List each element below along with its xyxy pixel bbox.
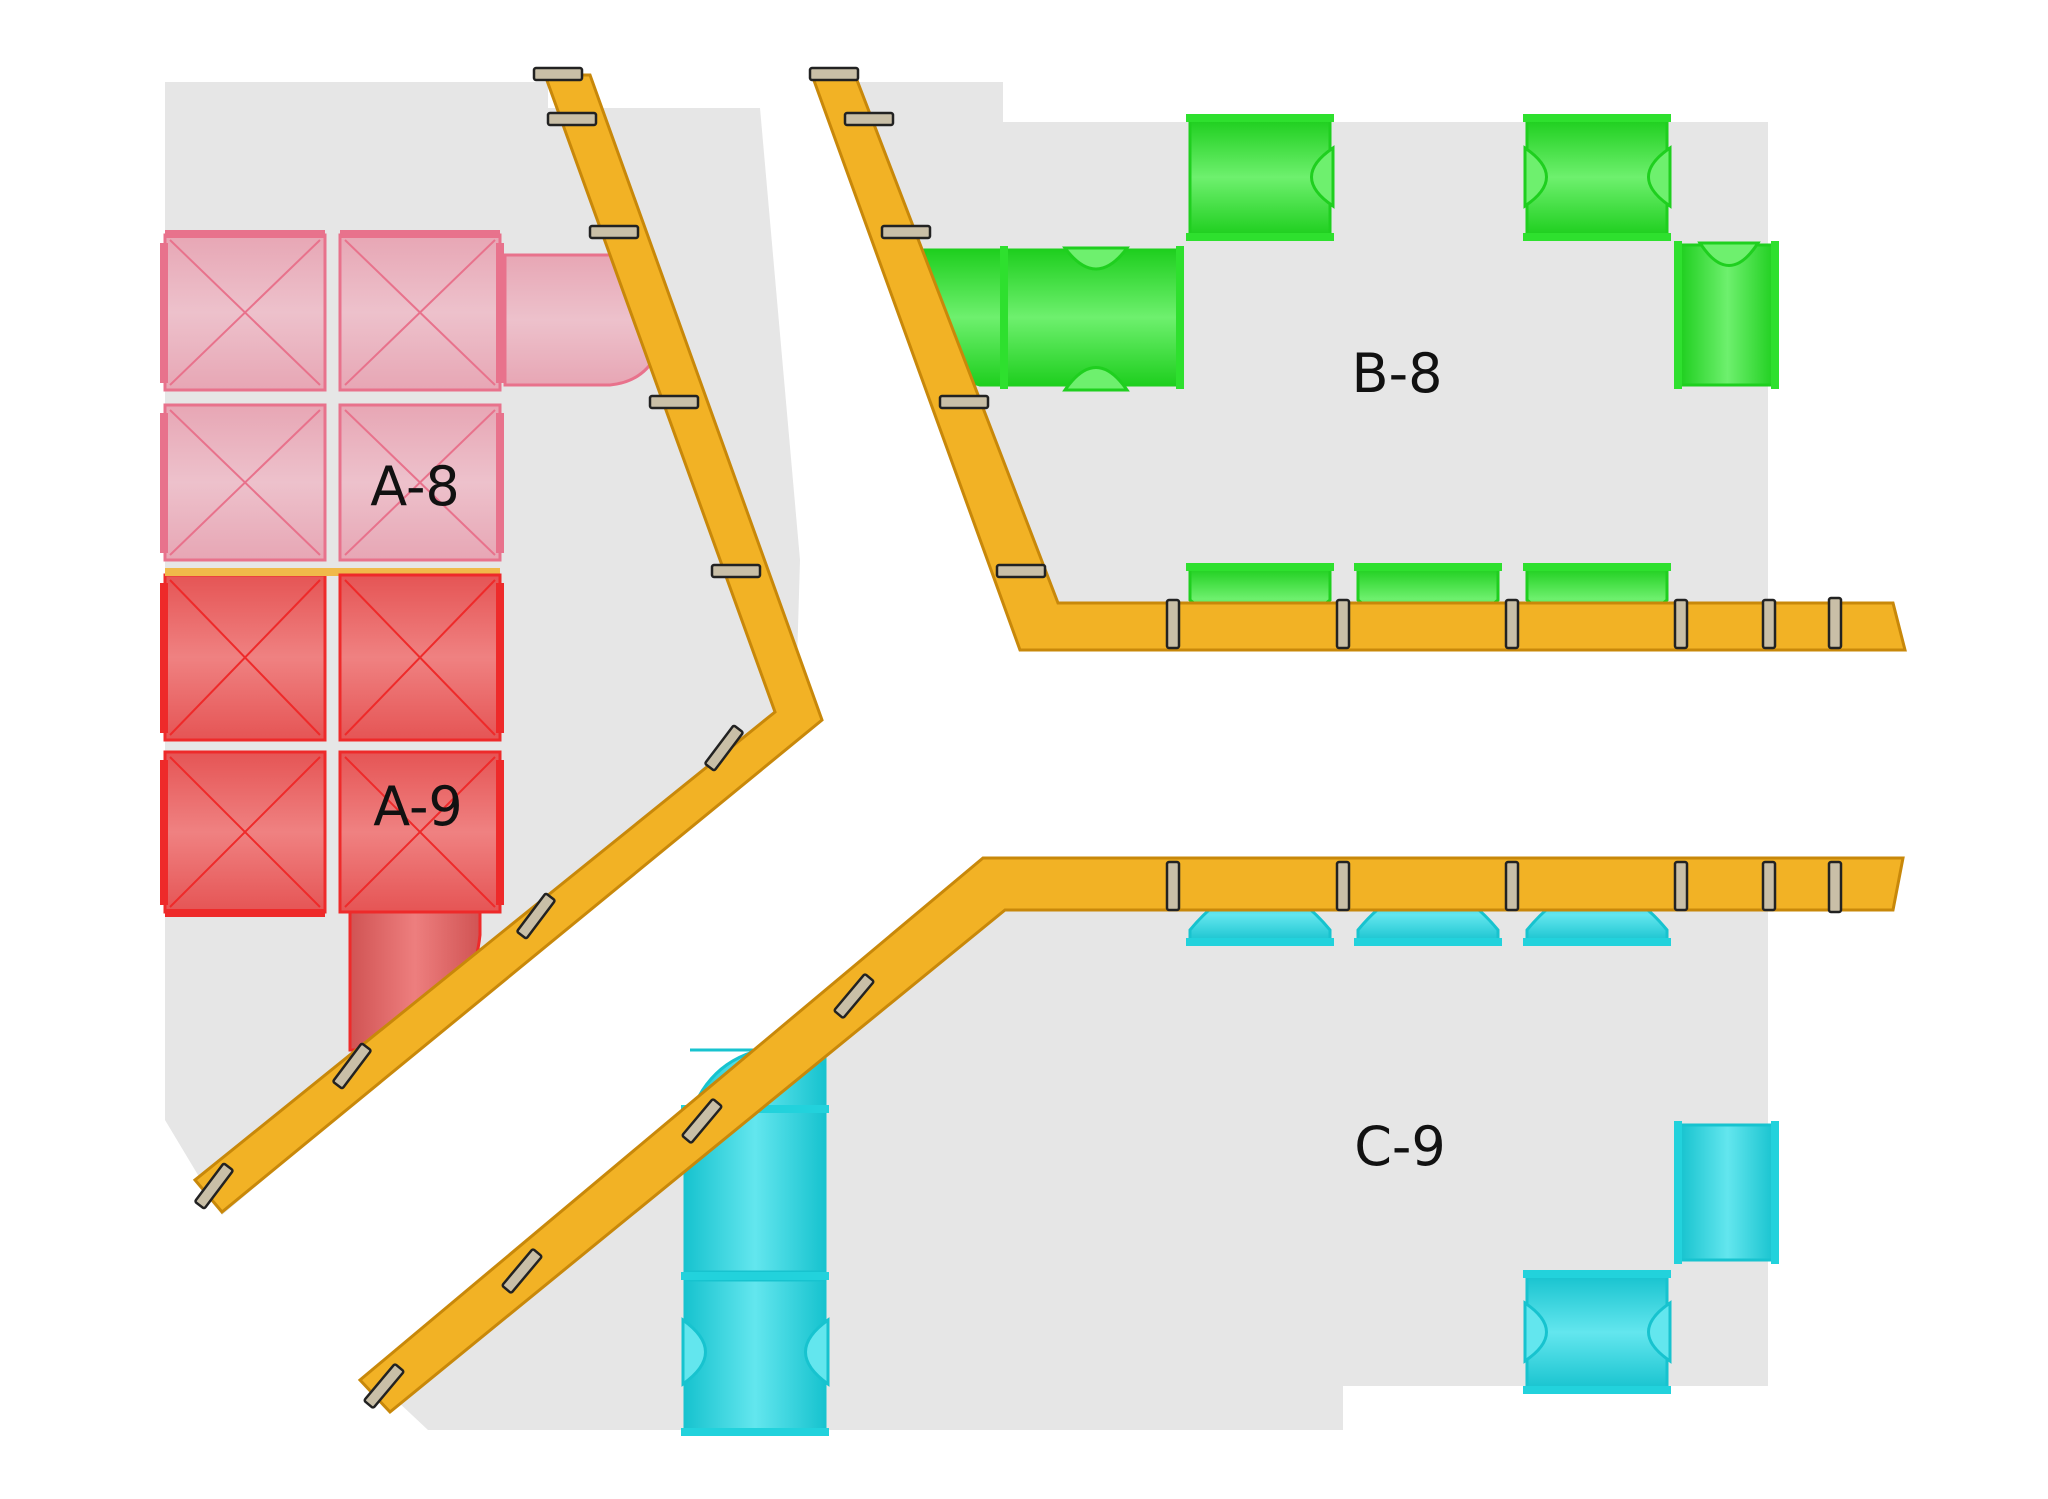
cross-fitting-icon	[338, 403, 504, 562]
rail-bracket-icon	[833, 973, 875, 1019]
rail-brackets	[194, 66, 1843, 1409]
rail-bracket-icon	[1673, 598, 1689, 650]
rail-c	[357, 856, 1905, 1415]
cross-fitting-icon	[160, 403, 327, 562]
cross-fitting-icon	[160, 568, 500, 742]
rail-bracket-icon	[1504, 860, 1520, 912]
zone-labels: A-8 A-9 B-8 C-9	[370, 342, 1446, 1178]
rail-bracket-icon	[532, 66, 584, 82]
tee-fitting-icon	[1523, 114, 1672, 241]
rail-bracket-icon	[332, 1042, 372, 1090]
rail-bracket-icon	[1827, 596, 1843, 650]
rail-bracket-icon	[1165, 860, 1181, 912]
tee-fitting-icon	[1186, 114, 1335, 241]
rail-bracket-icon	[938, 394, 990, 410]
rail-bracket-icon	[1827, 860, 1843, 914]
rail-bracket-icon	[588, 224, 640, 240]
zone-b8	[918, 114, 1779, 632]
zone-a8	[160, 230, 667, 562]
rail-bracket-icon	[648, 394, 700, 410]
rail-bracket-icon	[546, 111, 598, 127]
tee-fitting-icon	[1674, 241, 1779, 389]
rail-bracket-icon	[1504, 598, 1520, 650]
rail-bracket-icon	[808, 66, 860, 82]
rail-bracket-icon	[710, 563, 762, 579]
zone-label-b8: B-8	[1352, 342, 1443, 405]
zone-label-a8: A-8	[370, 455, 460, 518]
zone-a9	[160, 568, 504, 1052]
rail-bracket-icon	[681, 1098, 723, 1144]
rail-bracket-icon	[1335, 598, 1351, 650]
cross-fitting-icon	[160, 750, 327, 917]
rail-bracket-icon	[516, 892, 556, 940]
cross-fitting-icon	[338, 230, 504, 392]
rail-bracket-icon	[880, 224, 932, 240]
rail-bracket-icon	[704, 724, 744, 772]
rail-bracket-icon	[501, 1248, 543, 1294]
rail-bracket-icon	[1673, 860, 1689, 912]
rail-bracket-icon	[363, 1363, 405, 1409]
rail-bracket-icon	[995, 563, 1047, 579]
rail-bracket-icon	[1335, 860, 1351, 912]
rail-bracket-icon	[1165, 598, 1181, 650]
rail-bracket-icon	[843, 111, 895, 127]
rail-bracket-icon	[1761, 860, 1777, 912]
cross-fitting-icon	[338, 750, 504, 914]
cross-fitting-icon	[338, 573, 504, 742]
pipe-segment-icon	[1674, 1121, 1779, 1264]
rail-bracket-icon	[194, 1162, 234, 1210]
zone-label-c9: C-9	[1354, 1115, 1446, 1178]
rail-a	[192, 73, 824, 1215]
zone-label-a9: A-9	[373, 775, 463, 838]
tee-fitting-icon	[1523, 1270, 1672, 1394]
cross-fitting-icon	[160, 230, 327, 392]
rail-bracket-icon	[1761, 598, 1777, 650]
